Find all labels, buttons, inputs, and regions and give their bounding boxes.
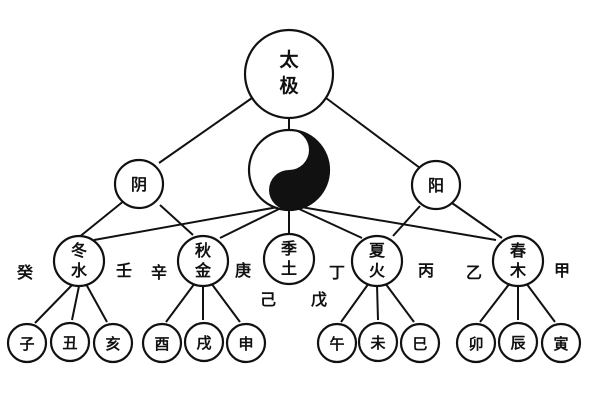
edge-taiji-spring — [300, 206, 497, 241]
yang-circle — [410, 159, 462, 211]
yin-label: 阴 — [131, 175, 147, 194]
root-label-line1: 太 — [279, 48, 299, 71]
edge-yang-summer — [392, 205, 421, 237]
branch-label: 寅 — [553, 335, 568, 353]
edge-summer-branch-3 — [384, 282, 415, 323]
summer-branches: 午 未 巳 — [316, 321, 441, 364]
yin-node: 阴 — [113, 158, 165, 210]
branch-label: 辰 — [510, 334, 526, 352]
branch-circle — [455, 322, 497, 364]
branch-circle — [183, 321, 225, 363]
branch-label: 酉 — [154, 335, 169, 353]
edge-yin-autumn — [159, 204, 194, 236]
winter-branches: 子 丑 亥 — [6, 321, 134, 364]
season-spring-circle — [491, 234, 545, 288]
connector-lines — [34, 97, 556, 324]
branch-circle — [540, 322, 582, 364]
edge-summer-branch-1 — [340, 282, 370, 323]
stem-left-spring: 乙 — [466, 263, 482, 282]
season-earth-line2: 土 — [281, 259, 297, 278]
edge-taiji-summer — [296, 207, 363, 239]
season-autumn-line2: 金 — [194, 261, 212, 280]
branch-circle — [49, 321, 91, 363]
branch-circle — [141, 322, 183, 364]
edge-root-yin — [158, 97, 253, 164]
stem-right-earth: 戊 — [311, 290, 327, 309]
edge-taiji-autumn — [219, 207, 282, 239]
edge-yin-winter — [77, 199, 126, 239]
edge-yang-spring — [451, 202, 503, 239]
stem-right-spring: 甲 — [554, 261, 570, 280]
branch-label: 卯 — [468, 335, 483, 353]
stem-left-summer: 丁 — [329, 263, 345, 282]
branch-circle — [497, 321, 539, 363]
root-circle — [243, 28, 335, 120]
stem-right-autumn: 庚 — [235, 261, 251, 280]
branch-circle — [225, 322, 267, 364]
edge-taiji-winter — [93, 206, 279, 241]
season-autumn-line1: 秋 — [195, 241, 212, 260]
stem-right-summer: 丙 — [418, 261, 434, 280]
season-summer-node: 夏 火 丁 丙 — [329, 234, 434, 288]
stem-left-autumn: 辛 — [151, 263, 167, 282]
season-winter-line2: 水 — [71, 261, 88, 280]
stem-right-winter: 壬 — [116, 261, 132, 280]
yin-circle — [113, 158, 165, 210]
season-summer-line1: 夏 — [368, 241, 386, 260]
season-autumn-node: 秋 金 辛 庚 — [151, 234, 251, 288]
branch-circle — [357, 321, 399, 363]
root-label-line2: 极 — [279, 74, 299, 97]
season-earth-node: 季 土 己 戊 — [260, 232, 327, 309]
yin-yang-icon — [247, 128, 331, 212]
edge-summer-branch-2 — [376, 284, 379, 321]
season-autumn-circle — [176, 234, 230, 288]
season-earth-circle — [262, 232, 316, 286]
season-spring-node: 春 木 乙 甲 — [466, 234, 570, 288]
stem-left-winter: 癸 — [16, 263, 34, 282]
branch-label: 戌 — [196, 334, 211, 352]
edge-winter-branch-3 — [85, 283, 108, 323]
branch-label: 未 — [369, 334, 386, 352]
branch-label: 午 — [329, 335, 344, 353]
branch-circle — [92, 322, 134, 364]
season-spring-line2: 木 — [509, 261, 527, 280]
branch-circle — [316, 322, 358, 364]
root-node: 太 极 — [243, 28, 335, 120]
branch-label: 子 — [19, 335, 34, 353]
spring-branches: 卯 辰 寅 — [455, 321, 582, 364]
branch-label: 申 — [238, 335, 253, 353]
edge-autumn-branch-3 — [210, 282, 241, 323]
branch-label: 巳 — [412, 335, 427, 353]
season-summer-circle — [350, 234, 404, 288]
yang-label: 阳 — [428, 176, 444, 195]
season-summer-line2: 火 — [369, 261, 386, 280]
edge-winter-branch-2 — [71, 285, 80, 321]
branch-circle — [6, 322, 48, 364]
edge-spring-branch-3 — [525, 282, 556, 323]
stem-left-earth: 己 — [260, 290, 276, 309]
season-spring-line1: 春 — [509, 241, 527, 260]
season-winter-circle — [52, 234, 106, 288]
autumn-branches: 酉 戌 申 — [141, 321, 267, 364]
edge-winter-branch-1 — [34, 283, 74, 324]
season-earth-line1: 季 — [280, 239, 298, 258]
edge-autumn-branch-1 — [165, 282, 196, 323]
yang-node: 阳 — [410, 159, 462, 211]
edge-root-yang — [325, 97, 421, 169]
edge-spring-branch-1 — [479, 282, 511, 323]
branch-circle — [399, 322, 441, 364]
season-winter-node: 冬 水 癸 壬 — [16, 234, 132, 288]
season-winter-line1: 冬 — [71, 241, 87, 260]
branch-label: 亥 — [105, 335, 120, 353]
branch-label: 丑 — [62, 334, 77, 352]
